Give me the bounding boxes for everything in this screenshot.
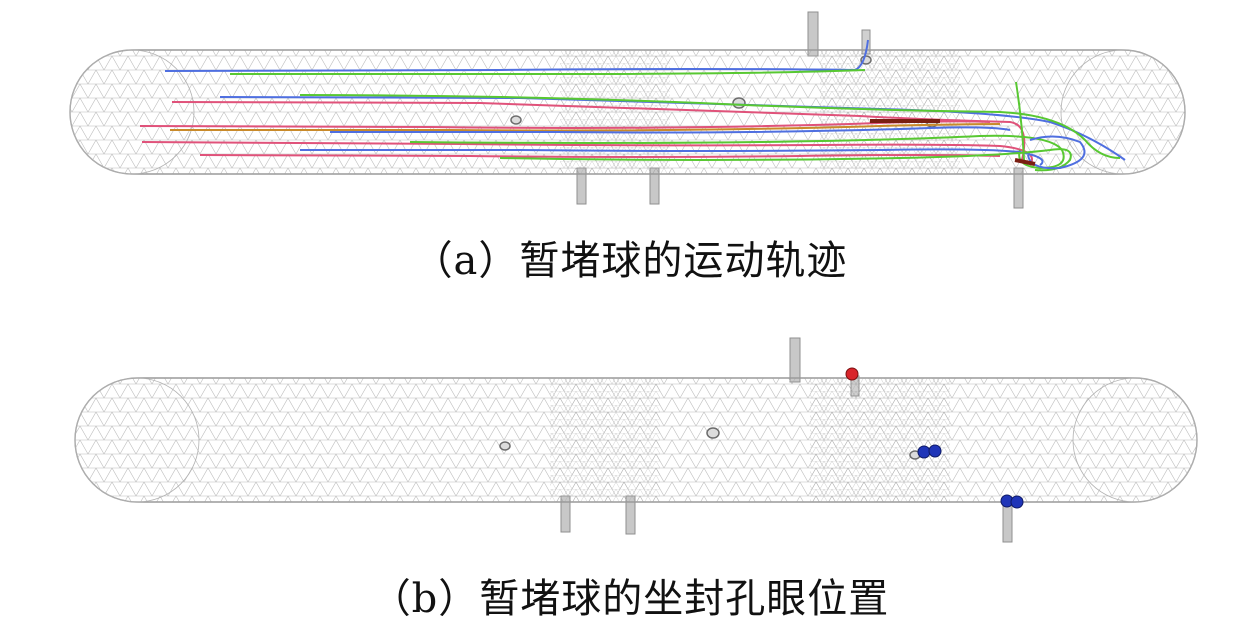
wellbore-mesh xyxy=(74,377,1198,503)
perforation-holes xyxy=(499,427,921,460)
seated-ball-blue xyxy=(1010,495,1024,509)
seated-ball-blue xyxy=(928,444,942,458)
perforation-stub xyxy=(789,337,801,383)
trajectory-line xyxy=(1027,135,1086,170)
seated-ball-red xyxy=(845,367,859,381)
trajectory-line xyxy=(499,148,1072,172)
trajectory-line xyxy=(199,154,1001,158)
trajectory-line xyxy=(171,101,1026,161)
caption-b: （b）暂堵球的坐封孔眼位置 xyxy=(370,576,890,622)
trajectory-line xyxy=(164,39,869,72)
trajectories xyxy=(139,39,1126,172)
wellbore-trajectory-figure xyxy=(69,11,1186,209)
seated-ball-blue xyxy=(917,445,931,459)
panel-b: （b）暂堵球的坐封孔眼位置 xyxy=(0,300,1260,622)
trajectory-line xyxy=(330,126,1011,134)
perforation-hole xyxy=(706,427,720,439)
perforation-hole xyxy=(510,115,522,125)
perforation-hole xyxy=(732,97,746,109)
caption-a: （a）暂堵球的运动轨迹 xyxy=(412,238,848,284)
trajectory-line xyxy=(299,94,1121,159)
trajectory-line xyxy=(1014,158,1036,166)
panel-a: （a）暂堵球的运动轨迹 xyxy=(0,0,1260,300)
wellbore-seating-figure xyxy=(74,337,1198,543)
seated-balls xyxy=(845,367,1024,509)
trajectory-line xyxy=(170,123,1001,132)
trajectory-line xyxy=(300,148,1044,166)
trajectory-line xyxy=(139,120,991,129)
trajectory-line xyxy=(1015,81,1025,161)
perforation-hole xyxy=(499,441,511,451)
trajectory-line xyxy=(141,141,1033,166)
trajectory-line xyxy=(230,69,866,75)
